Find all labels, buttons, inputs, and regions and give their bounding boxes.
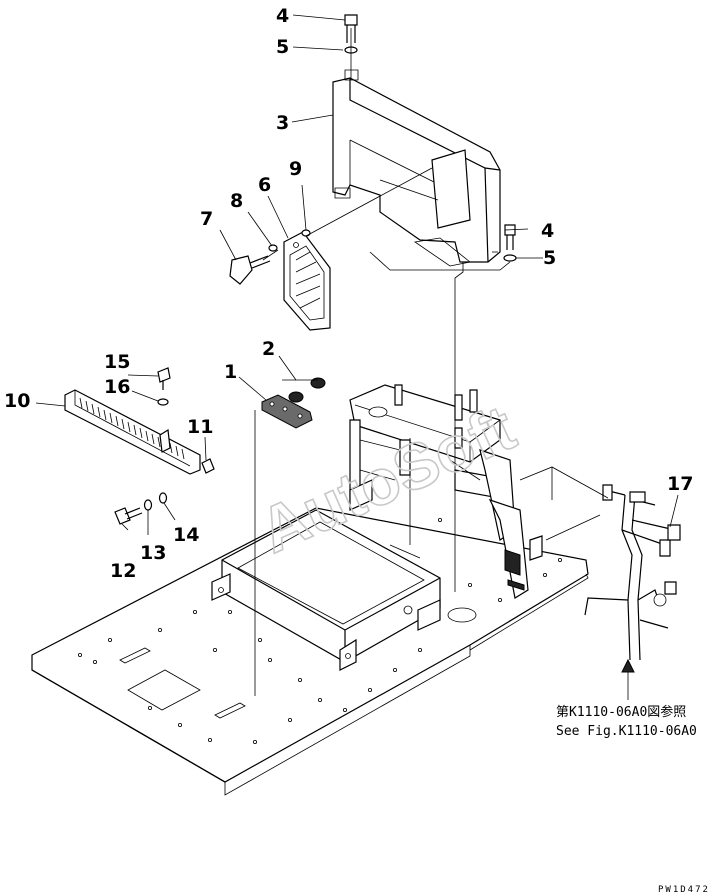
callout-6: 6 <box>258 174 271 196</box>
callout-8: 8 <box>230 190 243 212</box>
reference-english: See Fig.K1110-06A0 <box>556 724 697 739</box>
callout-4-right: 4 <box>541 220 554 242</box>
callout-numbers: 4 5 3 9 6 8 7 4 5 2 1 15 16 10 11 17 14 … <box>4 5 693 582</box>
callout-5-right: 5 <box>543 247 556 269</box>
callout-1: 1 <box>224 361 237 383</box>
callout-2: 2 <box>262 338 275 360</box>
floor-plate <box>31 507 589 796</box>
callout-9: 9 <box>289 158 302 180</box>
leader-lines <box>254 28 629 700</box>
reference-japanese: 第K1110-06A0図参照 <box>556 704 686 720</box>
callout-leaders <box>35 14 679 673</box>
callout-13: 13 <box>140 542 166 564</box>
callout-5-top: 5 <box>276 36 289 58</box>
callout-14: 14 <box>173 524 199 546</box>
callout-4-top: 4 <box>276 5 289 27</box>
drawing-code: PW1D472 <box>658 885 710 895</box>
callout-12: 12 <box>110 560 136 582</box>
callout-11: 11 <box>187 416 213 438</box>
callout-7: 7 <box>200 208 213 230</box>
callout-3: 3 <box>276 112 289 134</box>
plate-part <box>261 394 313 429</box>
grommet-parts <box>288 377 326 403</box>
wing-bolt-part <box>229 255 271 285</box>
callout-16: 16 <box>104 376 130 398</box>
cover-part <box>332 69 501 267</box>
controller-box <box>211 509 441 671</box>
callout-17: 17 <box>667 473 693 495</box>
figure-reference-note: 第K1110-06A0図参照 See Fig.K1110-06A0 <box>556 704 697 739</box>
bolt-part-right <box>503 224 517 262</box>
small-hardware-parts <box>114 367 215 525</box>
grille-part <box>64 389 201 475</box>
callout-10: 10 <box>4 390 30 412</box>
bracket-frame <box>349 384 543 599</box>
wiring-harness <box>584 484 681 661</box>
callout-15: 15 <box>104 351 130 373</box>
small-plate-part <box>283 231 331 331</box>
